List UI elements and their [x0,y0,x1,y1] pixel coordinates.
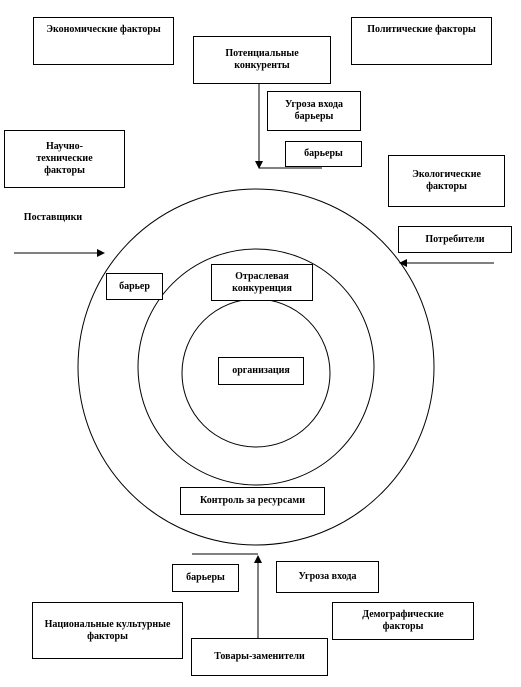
national-factors-box: Национальные культурные факторы [32,602,183,659]
resource-control-text: Контроль за ресурсами [199,495,306,506]
demographic-factors-box: Демографические факторы [332,602,474,640]
barriers-top-text: барьеры [304,148,343,159]
political-factors-text: Политические факторы [367,24,476,35]
substitutes-box: Товары-заменители [191,638,328,676]
scientific-factors-text: Научно-технические факторы [36,141,93,176]
organization-box: организация [218,357,304,385]
threat-entry-top-box: Угроза входа барьеры [267,91,361,131]
potential-competitors-box: Потенциальные конкуренты [193,36,331,84]
economic-factors-text: Экономические факторы [46,24,161,35]
threat-entry-bottom-text: Угроза входа [298,571,357,582]
suppliers-text: Поставщики [23,212,83,223]
suppliers-label: Поставщики [18,212,88,224]
ecological-factors-text: Экологические факторы [412,169,481,192]
industry-competition-text: Отраслевая конкуренция [232,270,292,294]
outer-environment-circle [77,188,435,546]
barrier-left-text: барьер [119,280,150,292]
organization-text: организация [232,365,290,376]
resource-control-box: Контроль за ресурсами [180,487,325,515]
industry-competition-box: Отраслевая конкуренция [211,264,313,301]
ecological-factors-box: Экологические факторы [388,155,505,207]
consumers-text: Потребители [425,233,485,245]
threat-entry-top-text: Угроза входа барьеры [285,99,343,122]
scientific-factors-box: Научно-технические факторы [4,130,125,188]
industry-environment-circle [137,248,375,486]
barriers-bottom-text: барьеры [186,572,225,583]
threat-entry-bottom-box: Угроза входа [276,561,379,593]
substitutes-text: Товары-заменители [214,651,305,662]
barriers-top-box: барьеры [285,141,362,167]
barriers-bottom-box: барьеры [172,564,239,592]
economic-factors-box: Экономические факторы [33,17,174,65]
national-factors-text: Национальные культурные факторы [44,618,171,642]
political-factors-box: Политические факторы [351,17,492,65]
demographic-factors-text: Демографические факторы [362,609,444,632]
barrier-left-box: барьер [106,273,163,300]
potential-competitors-text: Потенциальные конкуренты [225,48,299,71]
consumers-box: Потребители [398,226,512,253]
